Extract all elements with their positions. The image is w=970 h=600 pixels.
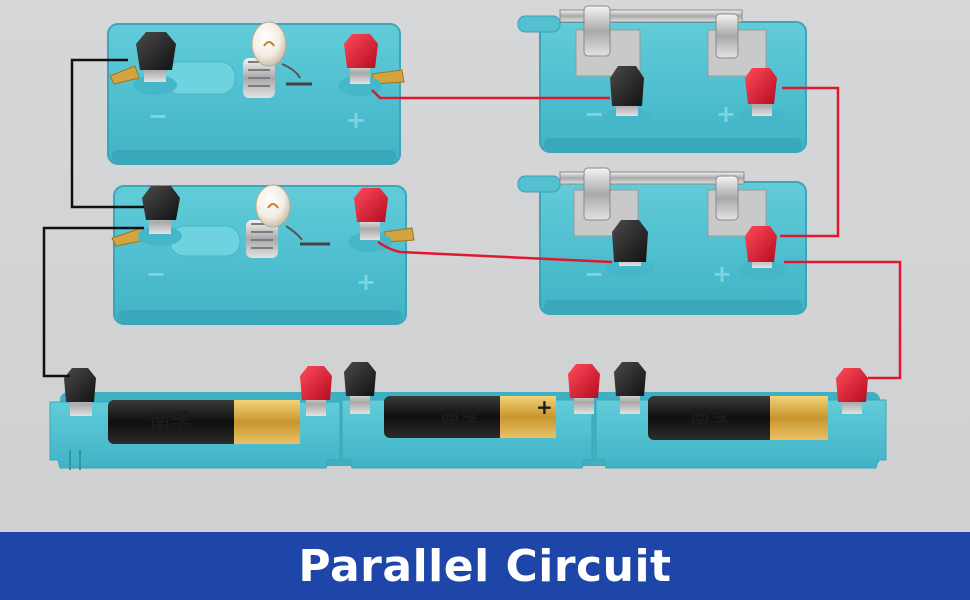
red-terminal xyxy=(338,34,382,96)
black-wires xyxy=(42,58,144,378)
battery-holders: 南孚 南孚 + 南孚 xyxy=(49,362,887,470)
battery-holder-2: 南孚 + xyxy=(341,395,593,469)
red-terminal xyxy=(738,68,786,128)
black-terminal xyxy=(133,32,177,95)
circuit-photo: − + − + xyxy=(0,0,970,532)
positive-sign: + xyxy=(716,100,736,128)
negative-sign: − xyxy=(584,100,604,128)
battery-holder-3: 南孚 xyxy=(595,396,887,469)
black-terminal xyxy=(138,186,182,246)
red-wires xyxy=(371,86,902,380)
negative-sign: − xyxy=(584,260,604,288)
battery-brand-label: 南孚 xyxy=(690,407,730,431)
negative-sign: − xyxy=(146,260,166,288)
knife-switch-top: − + xyxy=(517,5,807,153)
bulb-holder-top: − + xyxy=(107,21,405,165)
black-terminal xyxy=(606,220,654,278)
battery-plus-mark: + xyxy=(536,395,553,419)
positive-sign: + xyxy=(356,268,376,296)
red-terminal xyxy=(738,226,786,280)
caption-banner: Parallel Circuit xyxy=(0,532,970,600)
battery-terminals xyxy=(64,362,868,416)
caption-title: Parallel Circuit xyxy=(298,540,672,592)
battery-brand-label: 南孚 xyxy=(440,407,480,431)
light-bulb xyxy=(246,184,330,258)
positive-sign: + xyxy=(712,260,732,288)
black-terminal xyxy=(603,66,651,128)
circuit-illustration: − + − + xyxy=(42,5,902,470)
knife-switch-bottom: − + xyxy=(517,167,807,315)
positive-sign: + xyxy=(346,106,366,134)
battery-brand-label: 南孚 xyxy=(150,409,190,433)
light-bulb xyxy=(243,21,312,98)
negative-sign: − xyxy=(148,102,168,130)
red-terminal xyxy=(348,188,392,252)
battery-holder-1: 南孚 xyxy=(49,400,341,470)
bulb-holder-bottom: − + xyxy=(111,184,415,325)
